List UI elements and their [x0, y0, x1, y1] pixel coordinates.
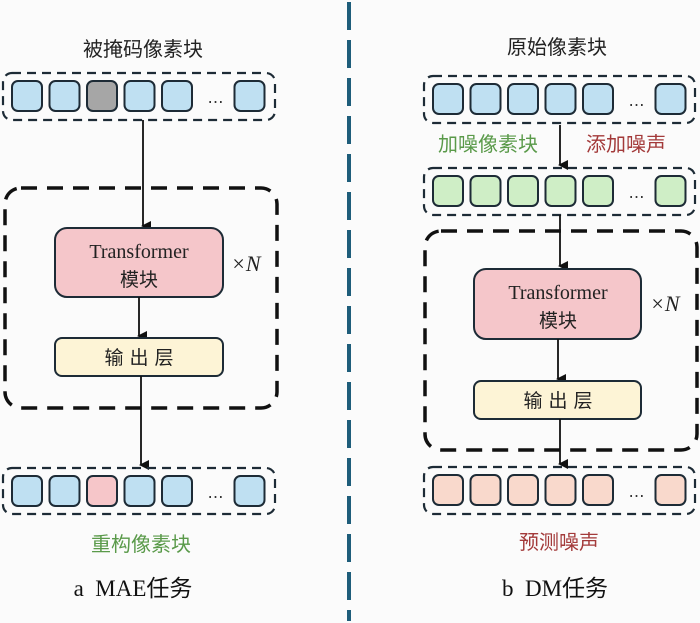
panel-b-repeat-frame — [423, 229, 699, 452]
panel-b-output-layer — [473, 380, 642, 420]
panel-a-output-label: 重构像素块 — [91, 532, 191, 556]
panel-b-output-token-peach — [507, 474, 539, 506]
panel-b-output-token-peach — [432, 474, 464, 506]
panel-b-noisy-ellipsis: … — [629, 183, 645, 202]
panel-b-output-row-frame — [422, 465, 697, 516]
panel-b-input-tokens: … — [432, 83, 687, 115]
panel-a-repeat-frame — [3, 186, 279, 410]
panel-a-input-token-blue — [161, 80, 193, 112]
panel-a-output-layer — [54, 337, 224, 377]
panel-b-caption: b DM任务 — [502, 576, 608, 601]
panel-b-input-token-blue — [654, 83, 687, 115]
panel-b-input-ellipsis: … — [629, 91, 645, 110]
panel-a-output-row-frame — [1, 466, 277, 516]
panel-b-noisy-token-green — [507, 175, 539, 207]
panel-b-output-token-peach — [544, 474, 577, 506]
panel-a-input-token-blue — [233, 80, 266, 112]
panel-a-repeat-label: ×N — [231, 251, 262, 276]
panel-b-input-row-frame — [422, 74, 697, 125]
panel-a-output-token-blue — [48, 475, 81, 507]
panel-b-output-token-peach — [582, 474, 614, 506]
panel-b-input-token-blue — [469, 83, 502, 115]
panel-b-noisy-token-green — [469, 175, 502, 207]
panel-b-noisy-token-green — [654, 175, 687, 207]
panel-b-noisy-token-green — [432, 175, 464, 207]
panel-b-input-token-blue — [432, 83, 464, 115]
panel-a-output-token-blue — [123, 475, 156, 507]
panel-b-input-token-blue — [544, 83, 577, 115]
panel-a-mae: 被掩码像素块 … Transformer 模块 ×N 输 出 层 … 重构像素块… — [1, 37, 279, 601]
panel-a-title: 被掩码像素块 — [83, 37, 203, 61]
panel-a-input-row-frame — [1, 71, 277, 122]
panel-a-transformer-label: Transformer — [89, 241, 189, 263]
panel-a-output-token-blue — [161, 475, 193, 507]
panel-b-output-token-peach — [654, 474, 687, 506]
panel-a-output-tokens: … — [11, 475, 266, 507]
panel-b-output-layer-label: 输 出 层 — [523, 390, 592, 412]
panel-a-output-layer-label: 输 出 层 — [104, 347, 173, 369]
panel-b-input-token-blue — [582, 83, 614, 115]
panel-a-transformer-sublabel: 模块 — [120, 269, 158, 291]
panel-a-input-token-gray — [86, 80, 118, 112]
panel-a-output-token-pink — [86, 475, 118, 507]
panel-b-input-token-blue — [507, 83, 539, 115]
panel-b-transformer-sublabel: 模块 — [539, 310, 577, 332]
panel-b-output-token-peach — [469, 474, 502, 506]
panel-a-output-ellipsis: … — [208, 483, 224, 502]
panel-b-noisy-label: 加噪像素块 — [438, 132, 538, 156]
panel-a-caption: a MAE任务 — [74, 576, 193, 601]
panel-b-dm: 原始像素块 … 加噪像素块 添加噪声 … Transformer 模块 ×N 输… — [422, 35, 699, 601]
panel-a-input-tokens: … — [11, 80, 266, 112]
panel-a-input-token-blue — [123, 80, 156, 112]
panel-b-title: 原始像素块 — [507, 35, 607, 59]
panel-b-transformer-label: Transformer — [508, 282, 608, 304]
panel-b-noisy-tokens: … — [432, 175, 687, 207]
panel-b-output-label: 预测噪声 — [519, 530, 599, 554]
panel-b-repeat-label: ×N — [650, 291, 681, 316]
panel-a-input-token-blue — [11, 80, 43, 112]
panel-b-add-noise-label: 添加噪声 — [586, 132, 666, 156]
panel-a-input-token-blue — [48, 80, 81, 112]
panel-b-noisy-token-green — [544, 175, 577, 207]
panel-b-output-tokens: … — [432, 474, 687, 506]
panel-b-noisy-token-green — [582, 175, 614, 207]
panel-b-output-ellipsis: … — [629, 482, 645, 501]
panel-a-input-ellipsis: … — [208, 88, 224, 107]
panel-a-output-token-blue — [233, 475, 266, 507]
panel-a-output-token-blue — [11, 475, 43, 507]
